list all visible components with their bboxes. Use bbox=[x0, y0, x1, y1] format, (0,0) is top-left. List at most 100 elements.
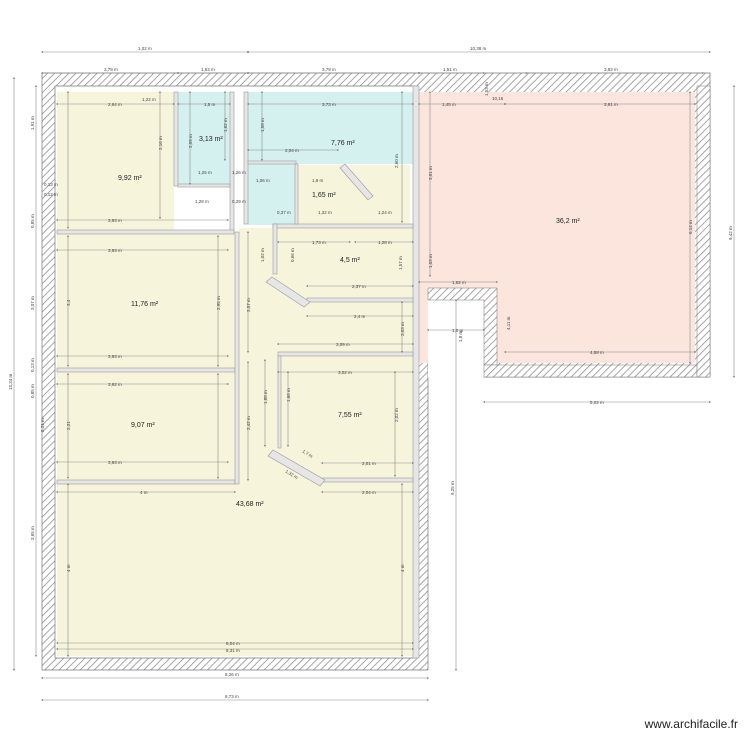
dim-interior-45: 2,31 bbox=[66, 421, 71, 430]
room-bathroom-lower bbox=[248, 164, 295, 225]
dim-interior-27: 1,73 m bbox=[312, 240, 326, 245]
dim-interior-6: 10,16 bbox=[492, 96, 504, 101]
dim-left-seg-1: 1,91 m bbox=[30, 116, 35, 130]
watermark-text: www.archifacile.fr bbox=[644, 717, 738, 731]
area-label-hall: 4,5 m² bbox=[340, 257, 361, 264]
dim-interior-14: 3,01 m bbox=[428, 166, 433, 180]
dim-bottom-overall-3: 5,02 m bbox=[590, 400, 604, 405]
area-label-closet: 1,65 m² bbox=[312, 192, 336, 199]
dim-interior-3: 1,5 m bbox=[204, 102, 216, 107]
dim-interior-57: 4,58 m bbox=[590, 350, 604, 355]
dim-interior-60: 1,0 m bbox=[452, 328, 464, 333]
dim-interior-34: 1,03 m bbox=[428, 254, 433, 268]
dim-interior-17: 0,29 m bbox=[232, 199, 246, 204]
dim-top-seg-5: 3,92 m bbox=[604, 67, 618, 72]
dim-top-seg-4: 1,51 m bbox=[443, 67, 457, 72]
dim-interior-55: 8,04 m bbox=[226, 641, 240, 646]
dim-interior-9: 2,09 m bbox=[188, 134, 193, 148]
dim-interior-43: 1,66 m bbox=[286, 388, 291, 402]
dim-interior-19: 1,06 m bbox=[256, 178, 270, 183]
dim-interior-61: 6,14 m bbox=[688, 220, 693, 234]
area-label-bathroom: 7,76 m² bbox=[331, 140, 355, 147]
dim-interior-51: 3,93 m bbox=[108, 460, 122, 465]
dim-interior-16: 1,28 m bbox=[195, 199, 209, 204]
dim-interior-42: 1,88 m bbox=[263, 390, 268, 404]
dim-interior-52: 4 m bbox=[140, 490, 148, 495]
area-label-garage: 36,2 m² bbox=[556, 218, 580, 225]
area-label-office: 7,55 m² bbox=[338, 412, 362, 419]
dim-interior-31: 3,4 bbox=[66, 299, 71, 306]
dim-interior-23: 0,37 m bbox=[277, 210, 291, 215]
dim-right-overall-1: 9,42 m bbox=[728, 226, 733, 240]
dim-right-overall-2: 9,25 m bbox=[450, 481, 455, 495]
dim-interior-37: 2,95 m bbox=[216, 296, 221, 310]
room-area-labels: 9,92 m² 3,13 m² 7,76 m² 1,65 m² 36,2 m² … bbox=[118, 136, 580, 508]
dim-left-seg-3: 0,12 m bbox=[44, 192, 58, 197]
dim-left-seg-6: 0,13 m bbox=[30, 358, 35, 372]
dim-left-seg-2: 0,13 m bbox=[44, 182, 58, 187]
dim-interior-32: 2,37 m bbox=[352, 284, 366, 289]
interior-walls bbox=[56, 85, 420, 659]
dim-top-seg-1: 2,79 m bbox=[104, 67, 118, 72]
dim-interior-10: 1,62 m bbox=[223, 118, 228, 132]
dim-interior-59: 1,8 m bbox=[458, 330, 463, 342]
dim-top-seg-2: 1,53 m bbox=[201, 67, 215, 72]
dim-interior-44: 2,02 m bbox=[394, 408, 399, 422]
dim-bottom-overall-1: 8,26 m bbox=[225, 672, 239, 677]
dim-top-overall-left: 1,02 m bbox=[138, 46, 152, 51]
dim-interior-56: 8,31 m bbox=[226, 648, 240, 653]
dim-interior-1: 2,64 m bbox=[108, 102, 122, 107]
dim-interior-38: 3,93 m bbox=[108, 354, 122, 359]
dim-interior-25: 3,93 m bbox=[108, 248, 122, 253]
dim-interior-47: 1,7 m bbox=[301, 449, 313, 459]
dim-interior-12: 2,04 m bbox=[285, 148, 299, 153]
area-label-bedroom-low-left: 9,07 m² bbox=[131, 422, 155, 429]
dim-interior-15: 1,25 m bbox=[198, 170, 212, 175]
dim-interior-11: 1,58 m bbox=[260, 118, 265, 132]
room-living bbox=[57, 484, 413, 656]
dim-interior-36: 3,03 m bbox=[400, 322, 405, 336]
area-label-bedroom-mid-left: 11,76 m² bbox=[131, 301, 159, 308]
dim-interior-29: 1,57 m bbox=[398, 256, 403, 270]
dim-interior-8: 2,16 m bbox=[158, 136, 163, 150]
dim-interior-2: 1,22 m bbox=[142, 97, 156, 102]
dim-interior-40: 3,09 m bbox=[336, 342, 350, 347]
dim-top-seg-3: 3,79 m bbox=[322, 67, 336, 72]
dim-interior-7: 3,91 m bbox=[604, 102, 618, 107]
room-bedroom-top-left bbox=[57, 92, 174, 230]
area-label-bedroom-top-left: 9,92 m² bbox=[118, 175, 142, 182]
dim-bottom-overall-2: 8,73 m bbox=[225, 694, 239, 699]
dim-interior-18: 1,26 m bbox=[232, 170, 246, 175]
dim-left-seg-5: 3,07 m bbox=[30, 296, 35, 310]
dim-interior-50: 2,04 m bbox=[362, 490, 376, 495]
dim-interior-54: 4 m bbox=[400, 564, 405, 572]
dim-left-seg-8: 2,31 m bbox=[40, 418, 45, 432]
dim-interior-13: 2,60 m bbox=[394, 154, 399, 168]
dim-interior-4: 3,73 m bbox=[322, 102, 336, 107]
dim-interior-21: 1,32 m bbox=[318, 210, 332, 215]
dim-top-overall-right: 10,38 m bbox=[470, 46, 487, 51]
dim-interior-35: 3,57 m bbox=[246, 298, 251, 312]
dim-interior-33: 2,4 m bbox=[354, 314, 366, 319]
dim-interior-63: 4,11 m bbox=[506, 316, 511, 330]
dim-interior-49: 2,01 m bbox=[362, 461, 376, 466]
room-bedroom-mid-left bbox=[57, 234, 235, 368]
dim-interior-53: 4 m bbox=[66, 564, 71, 572]
dim-interior-22: 1,24 m bbox=[378, 210, 392, 215]
room-office bbox=[278, 356, 413, 480]
dim-left-overall: 13,34 m bbox=[8, 373, 13, 390]
room-wc bbox=[178, 92, 230, 184]
dim-interior-20: 1,9 m bbox=[312, 178, 324, 183]
dim-interior-28: 1,28 m bbox=[378, 240, 392, 245]
dim-interior-46: 2,42 m bbox=[246, 416, 251, 430]
dim-interior-24: 3,93 m bbox=[108, 218, 122, 223]
dim-interior-41: 3,02 m bbox=[338, 370, 352, 375]
dim-interior-62: 1,53 m bbox=[484, 82, 489, 96]
dim-interior-48: 1,32 m bbox=[284, 469, 299, 481]
dim-interior-39: 3,92 m bbox=[108, 382, 122, 387]
dim-interior-30: 1,02 m bbox=[260, 248, 265, 262]
area-label-wc: 3,13 m² bbox=[199, 136, 223, 143]
dim-interior-5: 1,45 m bbox=[442, 102, 456, 107]
dimension-texts: 1,02 m 10,38 m 2,79 m 1,53 m 3,79 m 1,51… bbox=[8, 46, 733, 699]
